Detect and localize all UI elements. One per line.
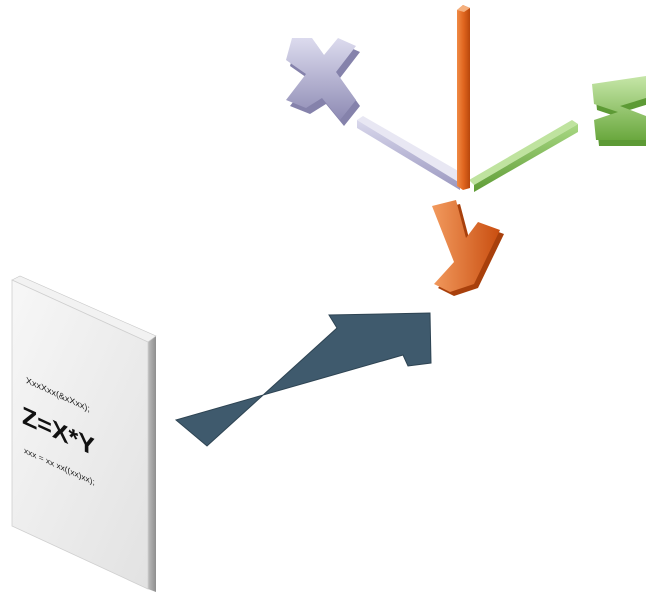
y-axis-rod [457,5,470,190]
code-document: XxxXxx(&xXxx); Z=X*Y xxx = xx xx((xx)xx)… [11,275,157,592]
x-axis-label-glyph: x [286,38,360,126]
z-axis-rod [469,120,578,192]
x-axis-rod [357,116,467,190]
transform-arrow [174,312,432,447]
z-axis-label-glyph: z [592,76,646,146]
coordinate-axes: x z y [286,5,646,296]
y-axis-label-glyph: y [432,200,504,296]
